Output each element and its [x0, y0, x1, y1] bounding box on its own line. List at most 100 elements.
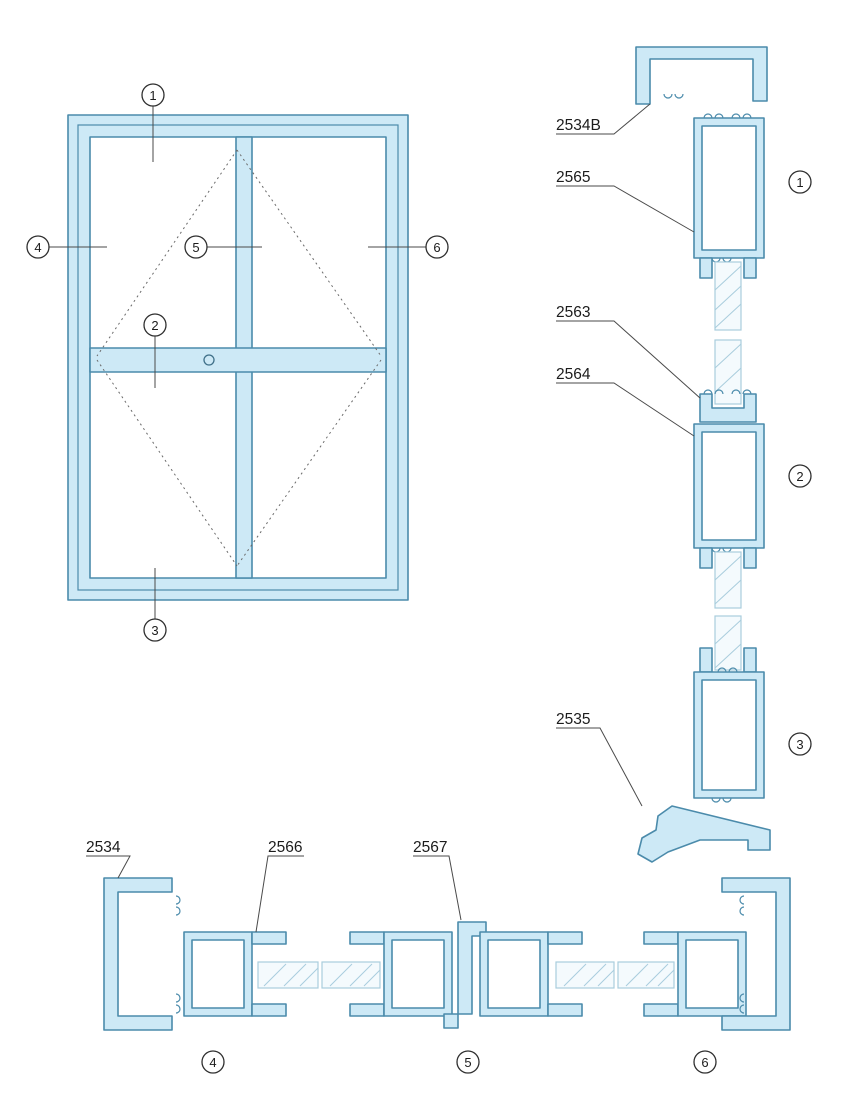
glass-hatch	[714, 643, 742, 669]
label-leader	[413, 855, 462, 921]
callout-circle	[788, 464, 812, 488]
glass-unit	[714, 261, 742, 331]
section-marker-2: 2	[788, 464, 812, 488]
glass-hatch	[329, 963, 353, 987]
glazing-arm	[643, 931, 679, 945]
glazing-arm	[699, 257, 713, 279]
callout-circle	[693, 1050, 717, 1074]
part-number: 2566	[268, 839, 302, 856]
profile-2534	[103, 877, 173, 1031]
glazing-arm	[699, 547, 713, 569]
part-label-2567: 2567	[413, 839, 462, 921]
glazing-arm	[547, 931, 583, 945]
label-leader	[556, 727, 643, 807]
callout-number: 2	[151, 318, 158, 333]
glass-hatch	[714, 265, 742, 291]
callout-3: 3	[143, 568, 167, 642]
section-detail-3: 2535 3	[556, 615, 812, 863]
part-number: 2567	[413, 839, 447, 856]
profile-2534B	[635, 46, 768, 105]
callout-2: 2	[143, 313, 167, 388]
glass-pane	[714, 261, 742, 331]
callout-number: 1	[796, 175, 803, 190]
glazing-arm	[743, 547, 757, 569]
glazing-arm	[547, 1003, 583, 1017]
profile-2565	[693, 117, 765, 259]
label-leader	[255, 855, 304, 933]
callout-circle	[788, 170, 812, 194]
glazing-arm	[743, 257, 757, 279]
callout-circle	[184, 235, 208, 259]
sash-diagonal	[96, 149, 238, 357]
part-number: 2534	[86, 839, 121, 856]
section-detail-2: 2563 2564 2	[556, 304, 812, 609]
section-detail-6: 6	[617, 877, 791, 1074]
transom	[89, 347, 387, 373]
callout-4: 4	[26, 235, 107, 259]
glazing-arm	[251, 1003, 287, 1017]
profile-2566	[183, 931, 253, 1017]
part-label-2535: 2535	[556, 711, 643, 807]
section-marker-1: 1	[788, 170, 812, 194]
part-number: 2564	[556, 366, 591, 383]
clip-detail-icon	[175, 895, 181, 916]
label-leader	[556, 185, 695, 233]
glass-pane	[617, 961, 675, 989]
callout-number: 5	[464, 1055, 471, 1070]
glass-pane	[555, 961, 615, 989]
callout-number: 6	[433, 240, 440, 255]
glass-hatch	[597, 969, 615, 987]
label-leader	[556, 320, 701, 399]
section-marker-6: 6	[693, 1050, 717, 1074]
part-number: 2565	[556, 169, 590, 186]
glass-hatch	[363, 969, 381, 987]
glass-hatch	[714, 619, 742, 645]
glass-hatch	[714, 367, 742, 393]
glazing-arm	[251, 931, 287, 945]
glass-unit	[714, 551, 742, 609]
profile-sash-stile-left	[383, 931, 453, 1017]
clip-detail-icon	[739, 895, 745, 916]
glazing-arm	[743, 647, 757, 673]
part-label-2563: 2563	[556, 304, 701, 399]
elevation-view: 1 2 3 4 5 6	[26, 83, 449, 642]
glass-hatch	[563, 963, 587, 987]
profile-frame-jamb	[721, 877, 791, 1031]
label-leader	[556, 382, 695, 437]
callout-1: 1	[141, 83, 165, 162]
part-label-2566: 2566	[255, 839, 304, 933]
glass-hatch	[714, 303, 742, 329]
part-label-2534B: 2534B	[556, 103, 651, 135]
callout-circle	[26, 235, 50, 259]
callout-circle	[143, 618, 167, 642]
glass-hatch	[263, 963, 287, 987]
section-detail-5: 2567 5	[321, 839, 615, 1074]
clip-detail-icon	[175, 993, 181, 1014]
profile-2563	[699, 393, 757, 423]
callout-6: 6	[368, 235, 449, 259]
glass-hatch	[714, 343, 742, 369]
glass-hatch	[645, 963, 669, 987]
callout-circle	[201, 1050, 225, 1074]
callout-5: 5	[184, 235, 262, 259]
section-detail-1: 2534B 2565 1	[556, 46, 812, 331]
part-number: 2563	[556, 304, 590, 321]
handle	[203, 354, 215, 366]
glass-hatch	[714, 579, 742, 605]
callout-circle	[143, 313, 167, 337]
glass-hatch	[299, 967, 319, 987]
glazing-arm	[349, 1003, 385, 1017]
glass-pane	[321, 961, 381, 989]
part-label-2534: 2534	[86, 839, 131, 879]
part-label-2565: 2565	[556, 169, 695, 233]
frame-inner-line	[77, 124, 399, 591]
callout-number: 2	[796, 469, 803, 484]
glass-pane	[714, 615, 742, 671]
part-label-2564: 2564	[556, 366, 695, 437]
callout-circle	[425, 235, 449, 259]
glazing-arm	[349, 931, 385, 945]
section-marker-3: 3	[788, 732, 812, 756]
profile-2567	[443, 921, 487, 1029]
